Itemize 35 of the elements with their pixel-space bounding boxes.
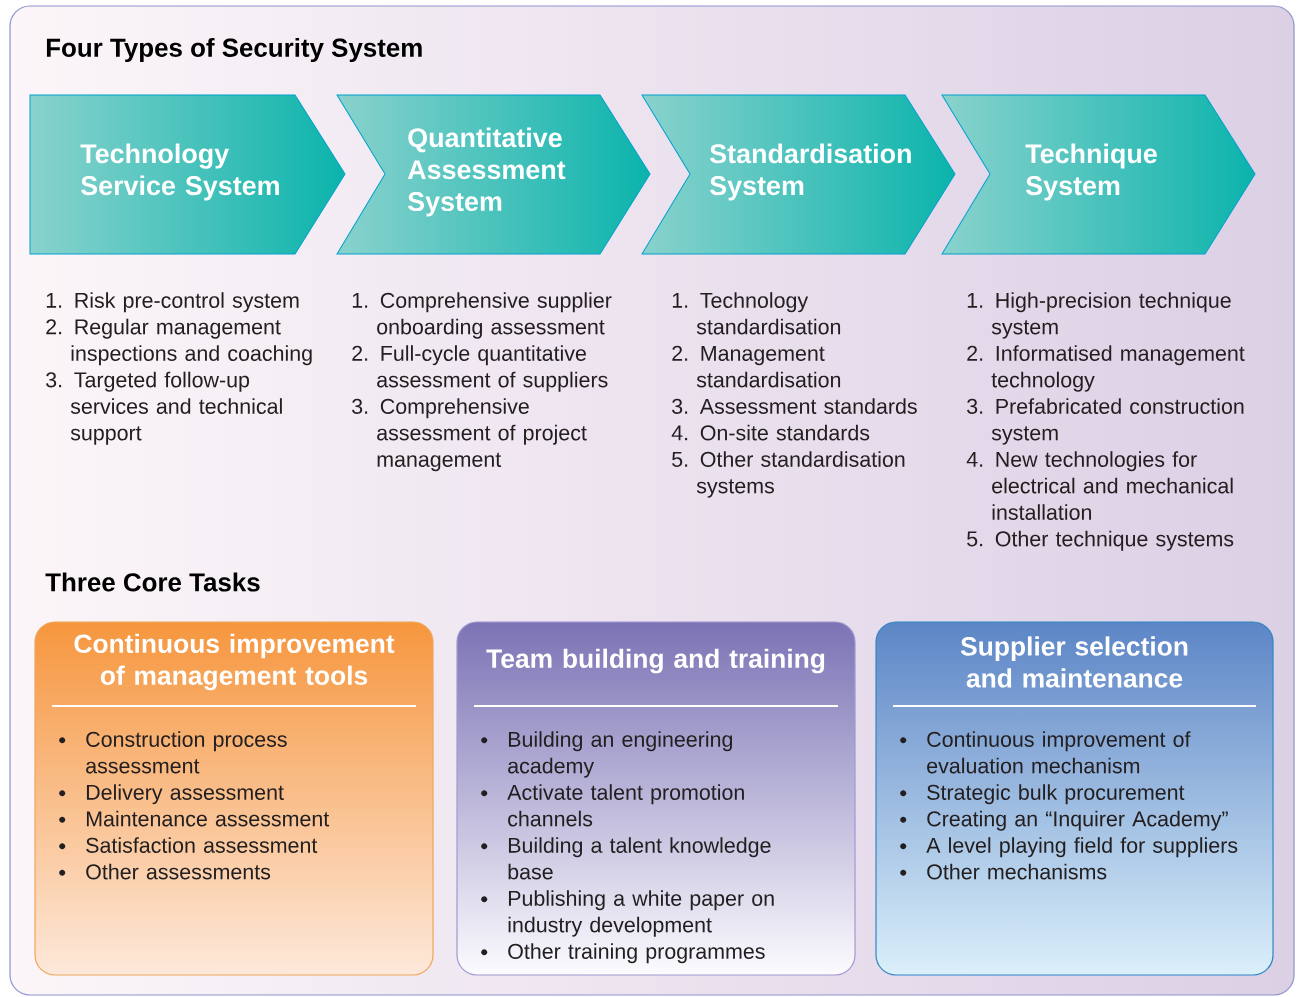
numbered-list: 1. Comprehensive supplier onboarding assessment 2. Full-cycle quantitative assessment of suppliers 3. Comprehensive assessment of project management bbox=[352, 292, 612, 472]
node-label: 2. Management standardisation bbox=[672, 345, 841, 388]
node-label: Activate talent promotion channels bbox=[507, 784, 744, 827]
node-label: Construction process assessment bbox=[86, 731, 287, 774]
node-label: Strategic bulk procurement bbox=[927, 784, 1185, 805]
node-label: 1. Technology standardisation bbox=[672, 292, 841, 335]
node-label: Building an engineering academy bbox=[508, 731, 733, 778]
node-label: Continuous improvement of evaluation mechanism bbox=[927, 731, 1191, 774]
numbered-list: 1. High-precision technique system 2. Informatised management technology 3. Prefabricated construction system 4. New technologies for electrical and mechanical installation 5. Other technique systems bbox=[966, 292, 1245, 551]
node-label: Satisfaction assessment bbox=[86, 837, 318, 853]
node-label: Building a talent knowledge base bbox=[508, 837, 771, 880]
bullet-list: Continuous improvement of evaluation mechanism Strategic bulk procurement Creating an “Inquirer Academy” A level playing field for suppliers Other mechanisms bbox=[900, 731, 1238, 880]
node-label: 5. Other technique systems bbox=[967, 530, 1234, 551]
node-label: Delivery assessment bbox=[86, 784, 284, 805]
node-label: 4. New technologies for electrical and mechanical installation bbox=[966, 451, 1233, 520]
node-label: 3. Assessment standards bbox=[672, 398, 917, 414]
node-label: 4. On-site standards bbox=[671, 424, 870, 441]
bullet-list: Construction process assessment Delivery assessment Maintenance assessment Satisfaction assessment Other assessments bbox=[59, 731, 330, 880]
node-label: Other mechanisms bbox=[927, 863, 1107, 880]
numbered-list: 1. Technology standardisation 2. Management standardisation 3. Assessment standards 4. On-site standards 5. Other standardisation systems bbox=[671, 292, 917, 498]
node-label: 1. High-precision technique system bbox=[967, 292, 1231, 339]
node-label: Other assessments bbox=[86, 863, 271, 880]
node-label: Publishing a white paper on industry development bbox=[508, 890, 774, 937]
numbered-list: 1. Risk pre-control system 2. Regular management inspections and coaching 3. Targeted follow-up services and technical support bbox=[46, 292, 312, 445]
chevron-banner: Technology Service System bbox=[29, 94, 346, 255]
heading: Three Core Tasks bbox=[45, 572, 260, 592]
node-label: Maintenance assessment bbox=[86, 810, 330, 827]
node-label: Other training programmes bbox=[508, 943, 765, 964]
node-label: A level playing field for suppliers bbox=[926, 837, 1238, 858]
node-label: 2. Informatised management technology bbox=[967, 345, 1245, 392]
node-label: 5. Other standardisation systems bbox=[672, 451, 905, 498]
bullet-list: Building an engineering academy Activate talent promotion channels Building a talent knowledge base Publishing a white paper on industry development Other training programmes bbox=[481, 731, 774, 964]
node-label: Creating an “Inquirer Academy” bbox=[927, 810, 1228, 831]
heading: Four Types of Security System bbox=[46, 37, 422, 63]
node-label: 3. Prefabricated construction system bbox=[967, 398, 1244, 445]
